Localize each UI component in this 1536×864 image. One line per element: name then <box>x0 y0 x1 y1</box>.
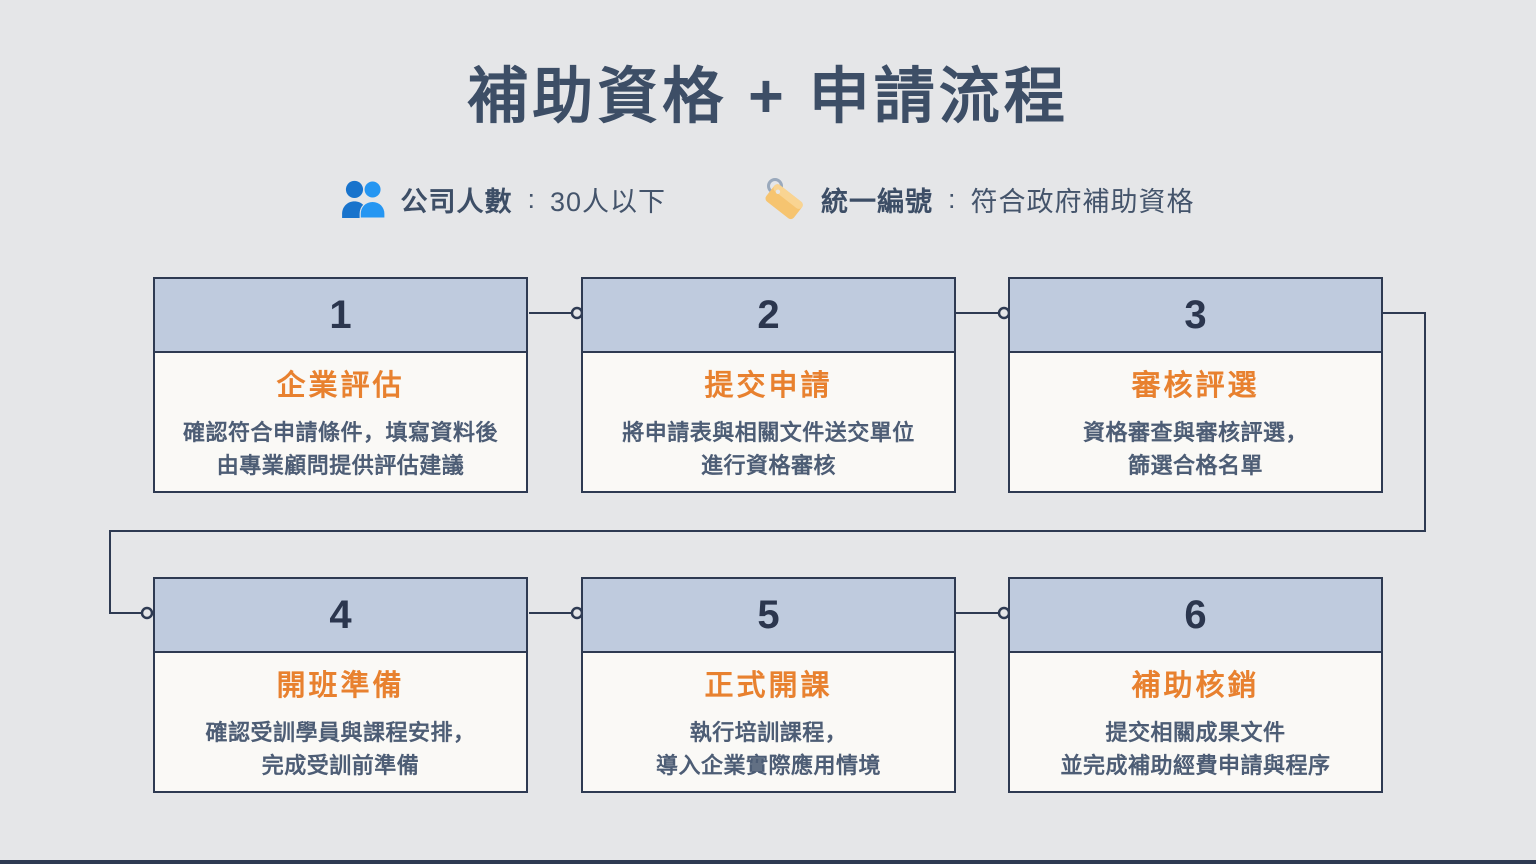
step-number: 5 <box>583 579 954 653</box>
step-number: 1 <box>155 279 526 353</box>
company-size-value: 30人以下 <box>549 186 667 217</box>
footer-bar <box>0 860 1536 864</box>
step-number: 4 <box>155 579 526 653</box>
people-icon <box>341 179 387 219</box>
company-size-colon: : <box>527 183 535 214</box>
tax-id-colon: : <box>948 183 956 214</box>
step-box-1: 1 企業評估 確認符合申請條件，填寫資料後 由專業顧問提供評估建議 <box>153 277 528 493</box>
step-description: 執行培訓課程， 導入企業實際應用情境 <box>655 720 881 778</box>
step-body: 正式開課 執行培訓課程， 導入企業實際應用情境 <box>583 653 954 791</box>
step-title: 開班準備 <box>276 670 405 703</box>
company-size-label: 公司人數 <box>400 186 513 217</box>
tax-id-label: 統一編號 <box>821 186 934 217</box>
step-description: 資格審查與審核評選， 篩選合格名單 <box>1082 420 1308 478</box>
step-box-4: 4 開班準備 確認受訓學員與課程安排， 完成受訓前準備 <box>153 577 528 793</box>
step-description: 確認受訓學員與課程安排， 完成受訓前準備 <box>205 720 476 778</box>
tag-icon <box>762 176 808 222</box>
connector-node-step4 <box>140 606 154 620</box>
step-number: 2 <box>583 279 954 353</box>
step-box-3: 3 審核評選 資格審查與審核評選， 篩選合格名單 <box>1008 277 1383 493</box>
step-description: 提交相關成果文件 並完成補助經費申請與程序 <box>1060 720 1331 778</box>
step-title: 補助核銷 <box>1131 670 1260 703</box>
step-body: 提交申請 將申請表與相關文件送交單位 進行資格審核 <box>583 353 954 491</box>
step-description: 將申請表與相關文件送交單位 進行資格審核 <box>622 420 915 478</box>
step-title: 提交申請 <box>704 370 833 403</box>
step-box-6: 6 補助核銷 提交相關成果文件 並完成補助經費申請與程序 <box>1008 577 1383 793</box>
step-title: 企業評估 <box>276 370 405 403</box>
step-body: 審核評選 資格審查與審核評選， 篩選合格名單 <box>1010 353 1381 491</box>
step-description: 確認符合申請條件，填寫資料後 由專業顧問提供評估建議 <box>182 420 498 478</box>
tax-id-value: 符合政府補助資格 <box>970 186 1195 217</box>
company-size-info: 公司人數:30人以下 <box>341 179 666 219</box>
tax-id-info: 統一編號: 符合政府補助資格 <box>762 176 1195 222</box>
step-number: 6 <box>1010 579 1381 653</box>
qualification-info-row: 公司人數:30人以下 統一編號:符合政府補助資格 <box>0 176 1536 222</box>
page-title: 補助資格 + 申請流程 <box>467 62 1069 130</box>
step-body: 企業評估 確認符合申請條件，填寫資料後 由專業顧問提供評估建議 <box>155 353 526 491</box>
step-number: 3 <box>1010 279 1381 353</box>
step-box-5: 5 正式開課 執行培訓課程， 導入企業實際應用情境 <box>581 577 956 793</box>
step-body: 開班準備 確認受訓學員與課程安排， 完成受訓前準備 <box>155 653 526 791</box>
step-title: 正式開課 <box>704 670 833 703</box>
step-title: 審核評選 <box>1131 370 1260 403</box>
step-box-2: 2 提交申請 將申請表與相關文件送交單位 進行資格審核 <box>581 277 956 493</box>
step-body: 補助核銷 提交相關成果文件 並完成補助經費申請與程序 <box>1010 653 1381 791</box>
